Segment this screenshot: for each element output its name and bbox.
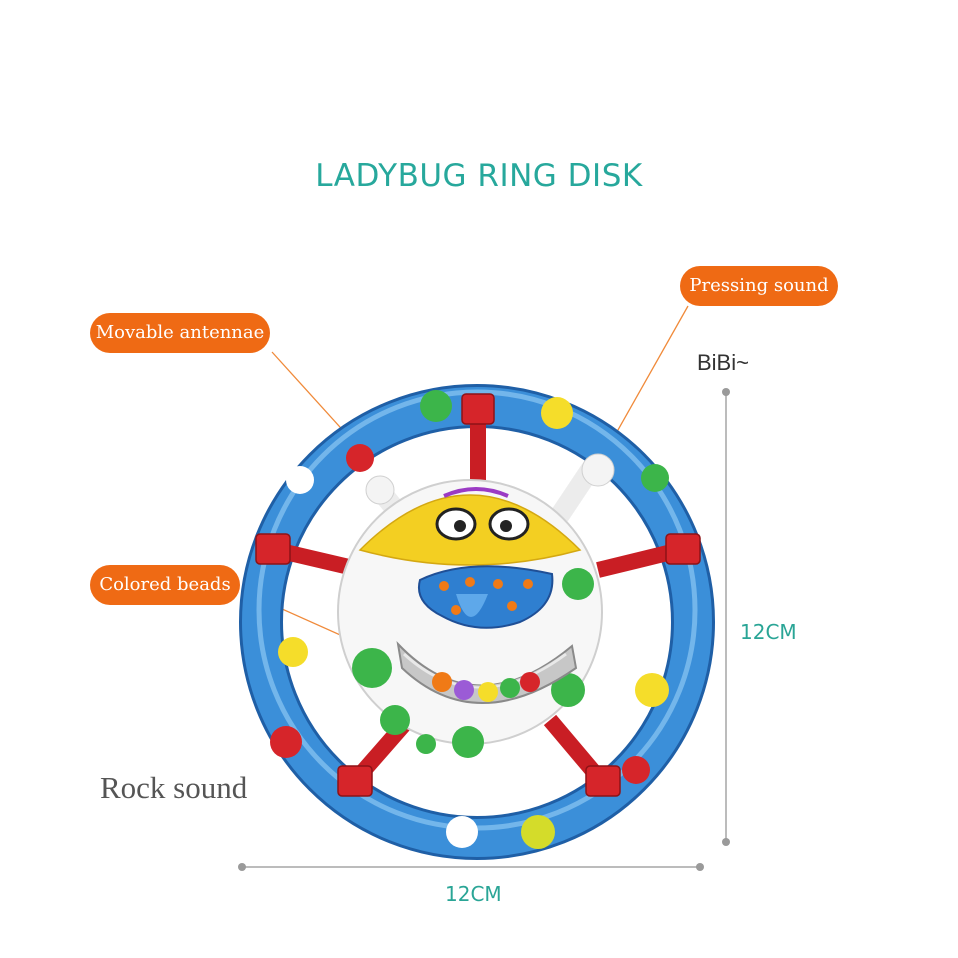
pressing-callout: Pressing sound [680, 266, 838, 306]
rock-sound-label: Rock sound [100, 770, 248, 805]
page-title: LADYBUG RING DISK [315, 158, 643, 194]
eyes [435, 507, 530, 541]
colored-beads [432, 672, 540, 702]
spoke-clips [255, 393, 701, 797]
press-button [418, 565, 554, 629]
antennae-callout: Movable antennae [90, 313, 270, 353]
height-label: 12CM [740, 620, 797, 644]
beads-callout: Colored beads [90, 565, 240, 605]
width-label: 12CM [445, 882, 502, 906]
height-dimension [722, 388, 730, 846]
bibi-label: BiBi~ [697, 350, 749, 375]
width-dimension [238, 863, 704, 871]
